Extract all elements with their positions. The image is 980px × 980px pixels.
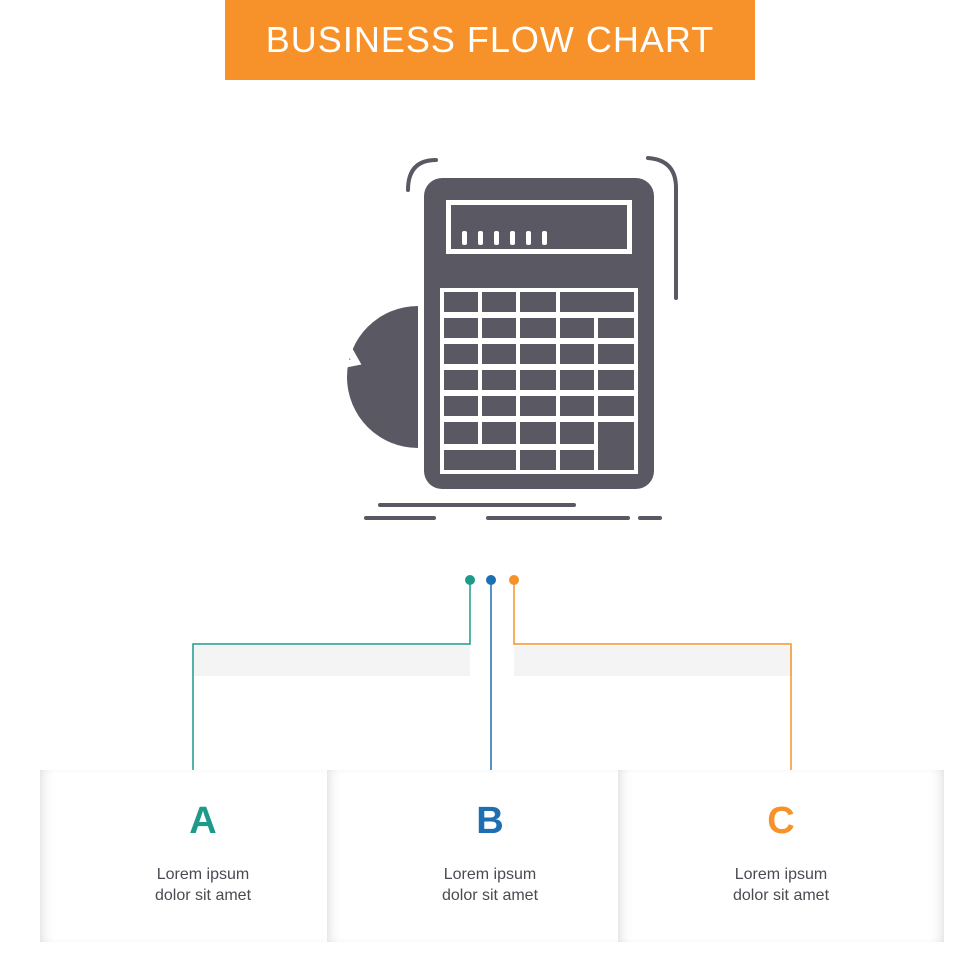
step-b-line1: Lorem ipsum <box>443 866 537 883</box>
decorative-arc-right <box>646 156 678 300</box>
step-card-c: C Lorem ipsum dolor sit amet <box>618 770 944 942</box>
connector-b-dot <box>486 575 496 585</box>
step-letter-a: A <box>189 800 217 842</box>
connector-a <box>192 584 471 782</box>
chart-title: BUSINESS FLOW CHART <box>265 19 715 60</box>
step-description-b: Lorem ipsum dolor sit amet <box>327 864 653 906</box>
step-a-line2: dolor sit amet <box>154 887 252 904</box>
step-c-line2: dolor sit amet <box>732 887 830 904</box>
step-description-c: Lorem ipsum dolor sit amet <box>618 864 944 906</box>
step-letter-c: C <box>767 800 795 842</box>
pie-chart-icon <box>347 306 418 448</box>
base-lines <box>364 503 662 520</box>
step-c-line1: Lorem ipsum <box>734 866 828 883</box>
step-a-line1: Lorem ipsum <box>156 866 250 883</box>
step-description-a: Lorem ipsum dolor sit amet <box>40 864 366 906</box>
keypad-grid <box>444 292 634 470</box>
calculator-spreadsheet-pie-chart-icon <box>347 156 678 520</box>
connector-a-dot <box>465 575 475 585</box>
step-card-a: A Lorem ipsum dolor sit amet <box>40 770 366 942</box>
step-card-b: B Lorem ipsum dolor sit amet <box>327 770 653 942</box>
connector-c-dot <box>509 575 519 585</box>
chart-title-banner: BUSINESS FLOW CHART <box>225 0 755 80</box>
connector-c <box>513 584 792 782</box>
step-letter-b: B <box>476 800 504 842</box>
decorative-arc-left <box>406 158 438 192</box>
step-b-line2: dolor sit amet <box>441 887 539 904</box>
